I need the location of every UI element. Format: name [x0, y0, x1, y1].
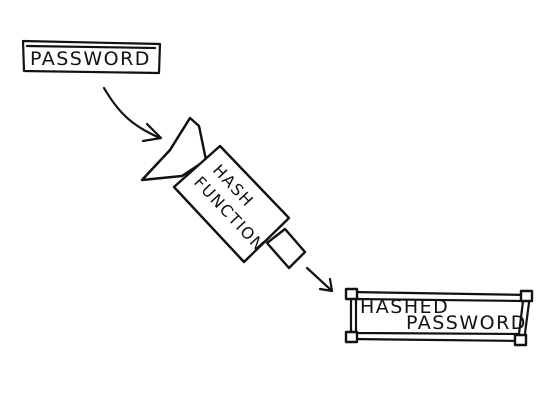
input-arrow	[102, 86, 163, 143]
hash-function-device: HASH FUNCTION	[140, 116, 307, 270]
corner-tab-bottom-left	[344, 330, 359, 344]
corner-tab-top-right	[519, 289, 534, 303]
hashed-label-line2: PASSWORD	[406, 312, 527, 334]
hashed-label-line1: HASHED	[360, 296, 449, 318]
output-arrow	[305, 266, 334, 293]
corner-tab-top-left	[344, 287, 359, 301]
hash-funnel-edge	[140, 116, 192, 182]
password-label: PASSWORD	[30, 48, 151, 70]
hash-body	[172, 144, 291, 264]
password-input-box: PASSWORD	[21, 39, 162, 75]
hash-nozzle	[265, 227, 307, 270]
output-arrow-head	[318, 277, 334, 293]
corner-tab-bottom-right	[513, 333, 528, 347]
password-box-inner-line	[25, 44, 157, 50]
output-arrow-shaft	[305, 266, 333, 292]
input-arrow-shaft	[102, 86, 162, 140]
password-box-outer	[21, 39, 162, 75]
input-arrow-head	[141, 122, 163, 143]
hashed-password-output-box: HASHED PASSWORD	[344, 287, 534, 347]
